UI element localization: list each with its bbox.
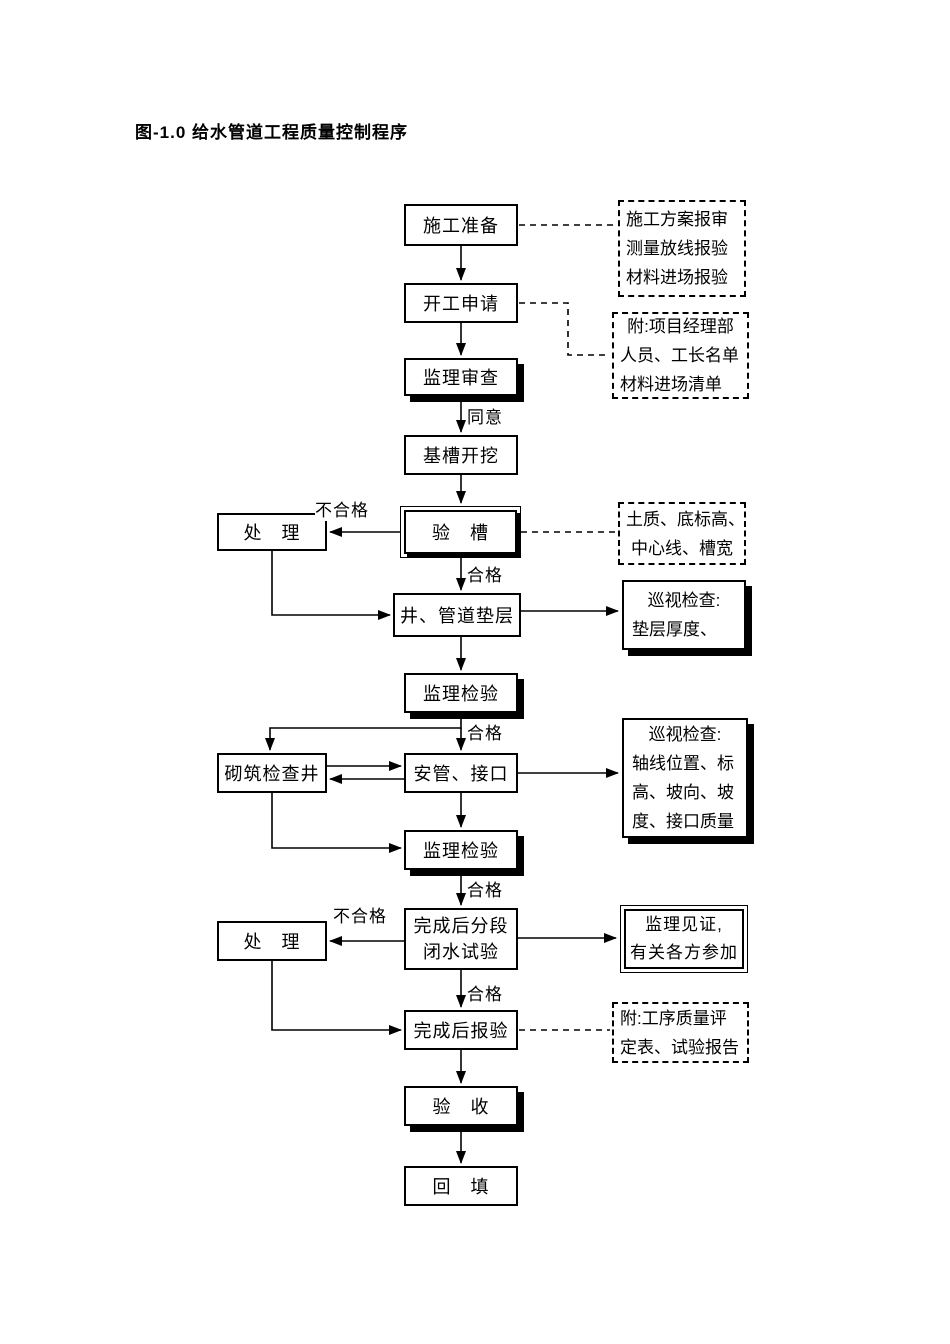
node-completion-report: 完成后报验 bbox=[404, 1010, 518, 1050]
annotation-line: 附:工序质量评 bbox=[620, 1008, 727, 1028]
label-fail-2: 不合格 bbox=[333, 902, 387, 927]
annotation-line: 定表、试验报告 bbox=[620, 1037, 739, 1057]
label-fail-1: 不合格 bbox=[315, 496, 369, 521]
watertight-test-line2: 闭水试验 bbox=[423, 942, 499, 962]
page-title: 图-1.0 给水管道工程质量控制程序 bbox=[135, 123, 409, 142]
annotation-line: 附:项目经理部 bbox=[627, 317, 734, 336]
node-acceptance: 验 收 bbox=[404, 1086, 518, 1126]
node-watertight-test: 完成后分段 闭水试验 bbox=[404, 908, 518, 970]
annotation-line: 监理见证, bbox=[645, 915, 723, 934]
label-agree: 同意 bbox=[467, 403, 503, 428]
node-pipe-laying-joint: 安管、接口 bbox=[404, 753, 518, 793]
label-pass-4: 合格 bbox=[467, 980, 503, 1005]
annotation-patrol-check-1: 巡视检查: 垫层厚度、 bbox=[622, 580, 746, 650]
node-trench-excavation: 基槽开挖 bbox=[404, 435, 518, 475]
annotation-line: 轴线位置、标 bbox=[632, 754, 734, 773]
node-supervision-inspection-2: 监理检验 bbox=[404, 830, 518, 870]
node-supervision-inspection-1: 监理检验 bbox=[404, 673, 518, 713]
node-trench-inspection: 验 槽 bbox=[400, 506, 521, 558]
annotation-line: 度、接口质量 bbox=[632, 812, 734, 831]
node-handle-2: 处 理 bbox=[217, 921, 327, 961]
annotation-line: 巡视检查: bbox=[648, 725, 722, 744]
node-supervision-review: 监理审查 bbox=[404, 358, 518, 396]
witness-inner: 监理见证, 有关各方参加 bbox=[624, 909, 744, 969]
annotation-line: 垫层厚度、 bbox=[632, 620, 717, 639]
annotation-line: 有关各方参加 bbox=[630, 943, 738, 962]
annotation-apply-attachments: 附:项目经理部 人员、工长名单 材料进场清单 bbox=[612, 312, 749, 399]
label-pass-2: 合格 bbox=[467, 719, 503, 744]
node-well-pipe-cushion: 井、管道垫层 bbox=[393, 593, 521, 637]
label-pass-3: 合格 bbox=[467, 876, 503, 901]
annotation-line: 高、坡向、坡 bbox=[632, 783, 734, 802]
trench-inspection-inner: 验 槽 bbox=[404, 510, 517, 554]
annotation-line: 人员、工长名单 bbox=[620, 346, 739, 365]
watertight-test-line1: 完成后分段 bbox=[413, 916, 509, 936]
annotation-line: 土质、底标高、 bbox=[626, 509, 745, 529]
annotation-line: 材料进场清单 bbox=[620, 375, 722, 394]
node-backfill: 回 填 bbox=[404, 1166, 518, 1206]
annotation-patrol-check-2: 巡视检查: 轴线位置、标 高、坡向、坡 度、接口质量 bbox=[622, 718, 748, 838]
node-handle-1: 处 理 bbox=[217, 513, 327, 551]
annotation-line: 材料进场报验 bbox=[626, 268, 728, 287]
annotation-line: 测量放线报验 bbox=[626, 239, 728, 258]
annotation-line: 巡视检查: bbox=[647, 591, 721, 610]
annotation-line: 施工方案报审 bbox=[626, 210, 728, 229]
annotation-supervision-witness: 监理见证, 有关各方参加 bbox=[620, 905, 748, 973]
annotation-trench-check-items: 土质、底标高、 中心线、槽宽 bbox=[618, 502, 746, 565]
label-pass-1: 合格 bbox=[467, 561, 503, 586]
node-construction-prep: 施工准备 bbox=[404, 204, 518, 246]
annotation-line: 中心线、槽宽 bbox=[631, 538, 733, 558]
annotation-prep-submittals: 施工方案报审 测量放线报验 材料进场报验 bbox=[618, 200, 746, 297]
node-masonry-inspection-well: 砌筑检查井 bbox=[217, 753, 327, 793]
node-start-application: 开工申请 bbox=[404, 283, 518, 323]
annotation-report-attachments: 附:工序质量评 定表、试验报告 bbox=[612, 1002, 749, 1063]
